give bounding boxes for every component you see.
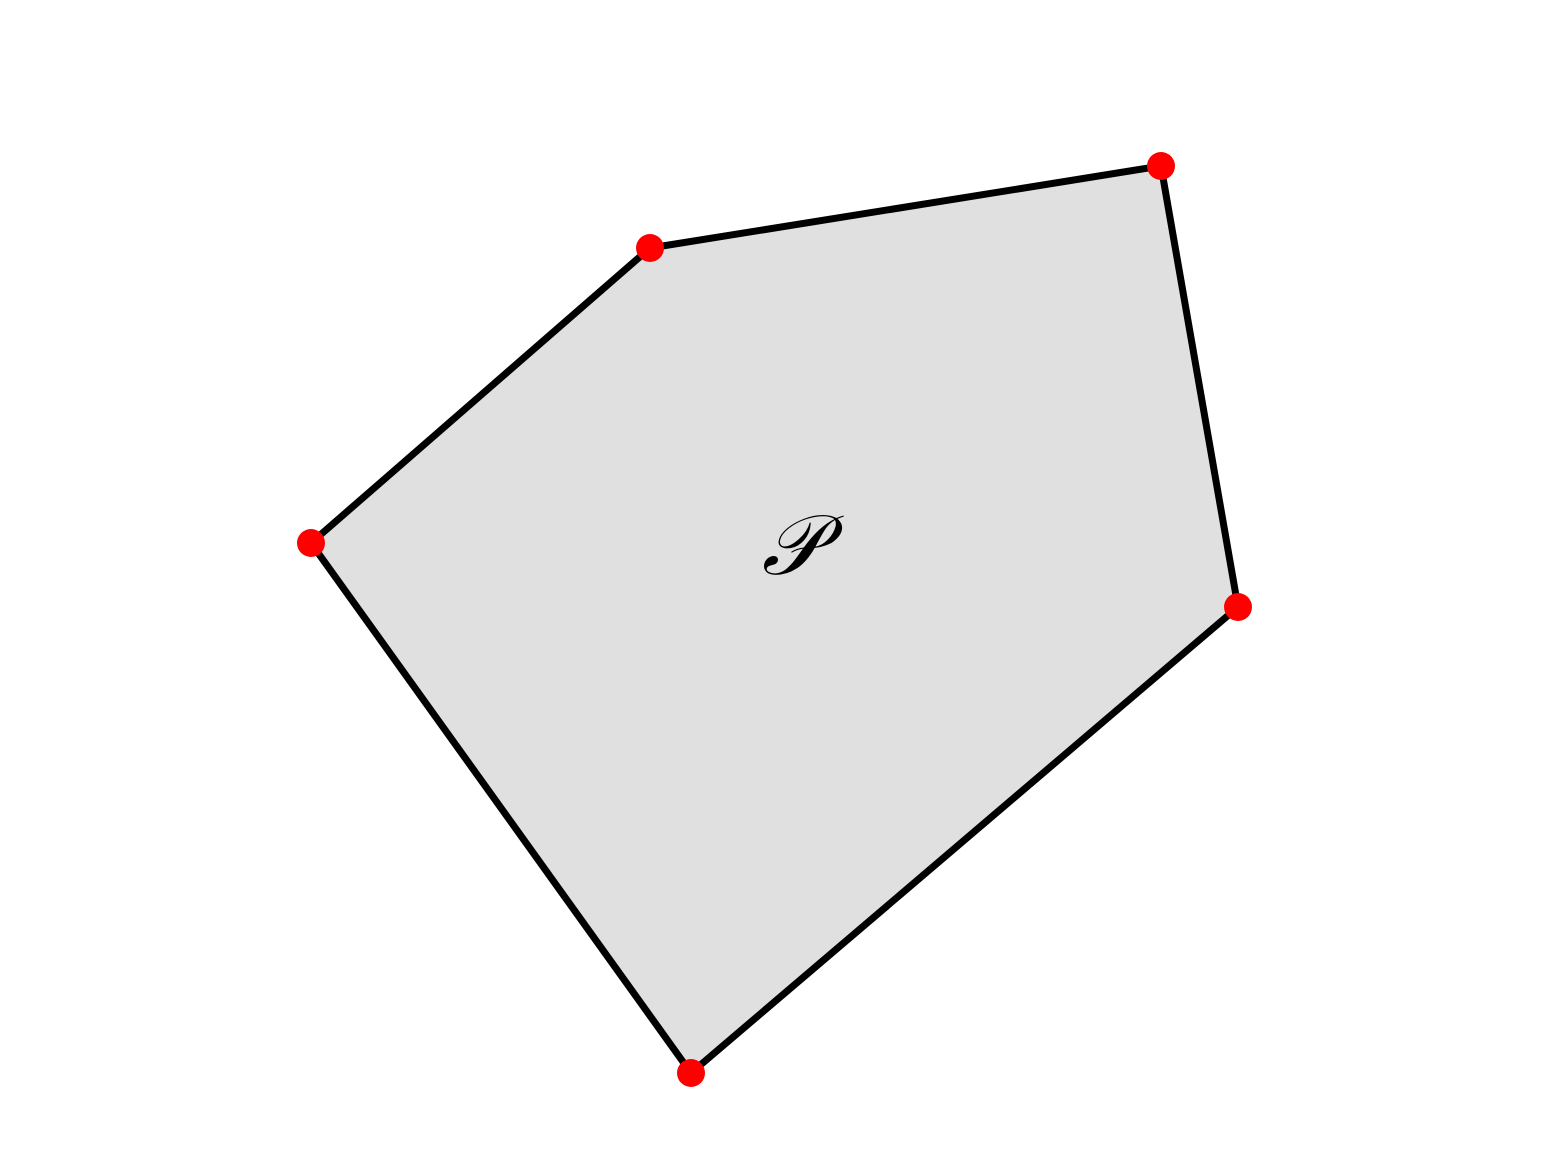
polygon-shape bbox=[306, 161, 1242, 1079]
vertex-point bbox=[677, 1059, 705, 1087]
vertex-point bbox=[636, 234, 664, 262]
vertex-point bbox=[1147, 152, 1175, 180]
vertex-point bbox=[1224, 593, 1252, 621]
vertex-point bbox=[297, 529, 325, 557]
